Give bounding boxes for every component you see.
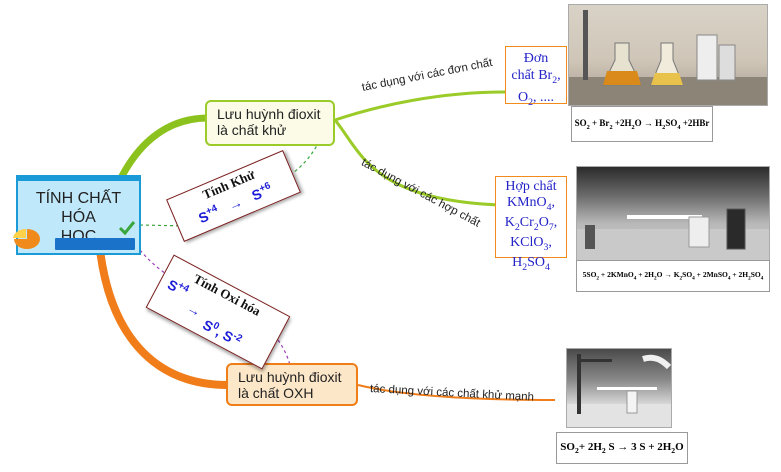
simple-line2-sub: 2 [552,74,558,86]
eq2-a: 5SO [582,270,597,280]
equation-3: SO2+ 2H2 S → 3 S + 2H2O [556,432,688,464]
eq3-a-sub: 2 [574,446,579,456]
eq1-f: +2HBr [680,117,710,128]
compound-line1: Hợp chất [505,179,557,194]
eq2-g: + 2H [730,270,749,280]
dash-tinh-khu-left [139,224,191,227]
photo-h2s-experiment [566,348,672,428]
eq2-c-sub: 2 [653,275,657,282]
eq2-d-sub: 2 [679,275,683,282]
h2so4-a: H [512,255,523,271]
node-oxidizer-line2: là chất OXH [238,385,314,401]
eq2-f-sub: 4 [727,275,731,282]
eq1-b-sub: 2 [609,123,613,131]
eq3-d: O [675,440,684,453]
eq2-c: + 2H [636,270,654,280]
eq1-d: O → H [634,117,663,128]
eq2-h-sub: 4 [760,275,764,282]
eq1-b: + Br [589,117,610,128]
eq3-c-sub: 2 [671,446,676,456]
branch-orange-strong [357,384,556,401]
eq2-e: SO [682,270,693,280]
simple-line3-sub: 2 [528,96,534,108]
k2cr2o7-a-sub: 2 [514,221,520,233]
eq3-b: + 2H [578,440,602,453]
equation-1: SO2 + Br2 +2H2O → H2SO4 +2HBr [571,106,713,142]
eq3-c: S → 3 S + 2H [605,440,672,453]
simple-substances-box[interactable]: Đơn chất Br2, O2, .... [505,46,567,108]
eq2-b: + 2KMnO [599,270,634,280]
k2cr2o7-a: K [504,214,515,230]
arrow: → [225,193,245,214]
kmno4-sub: 4 [546,201,552,213]
kclo3-end: , [548,235,552,251]
lab-illustration [577,208,769,261]
node-oxidizer-line1: Lưu huỳnh đioxit [238,369,342,385]
k2cr2o7-c-sub: 7 [548,221,554,233]
h2so4-b: SO [527,255,546,271]
eq1-e: SO [665,117,678,128]
node-reducer[interactable]: Lưu huỳnh đioxit là chất khử [205,100,335,146]
photo-bromine-experiment [568,4,768,106]
branch-green-main [116,114,212,184]
simple-line3: O [517,89,529,105]
eq2-e-sub: 4 [692,275,695,282]
eq2-g-sub: 2 [748,275,751,282]
kclo3-sub: 3 [543,241,549,253]
dash-oxi-right [277,339,291,366]
check-icon [118,221,136,236]
simple-line3-end: , .... [533,89,555,105]
eq1-e-sub: 4 [677,123,681,131]
root-ribbon [55,238,135,250]
eq2-a-sub: 2 [596,275,600,282]
branch-orange-main [96,246,232,389]
pie-chart-icon [13,228,40,249]
photo-permanganate-experiment [576,166,770,262]
flask-illustration [569,10,767,105]
compounds-box[interactable]: Hợp chất KMnO4, K2Cr2O7, KClO3, H2SO4 [495,176,567,273]
h2so4-a-sub: 2 [522,262,528,274]
eq1-c: +2H [612,117,632,128]
eq2-f: + 2MnSO [694,270,728,280]
eq3-a: SO [560,440,575,453]
simple-line1: Đơn [523,51,549,66]
root-title-line1: TÍNH CHẤT HÓA [35,189,122,226]
eq1-d-sub: 2 [662,123,666,131]
eq3-b-sub: 2 [601,446,606,456]
branch-green-simple [334,90,506,122]
eq1-c-sub: 2 [631,123,635,131]
eq1-a: SO [574,117,587,128]
eq2-b-sub: 4 [633,275,637,282]
h2so4-b-sub: 4 [545,262,550,274]
tinh-oxi-arrow: → [184,299,205,320]
s-to-ox: +6 [257,180,273,195]
kclo3: KClO [510,235,544,251]
kmno4-end: , [551,194,556,210]
stand-illustration [567,354,671,427]
node-oxidizer[interactable]: Lưu huỳnh đioxit là chất OXH [226,363,358,406]
eq1-a-sub: 2 [586,123,590,131]
simple-line2: chất Br [511,68,553,83]
eq2-h: SO [750,270,761,280]
k2cr2o7-c: O [538,214,549,230]
s-from-ox: +4 [204,202,220,218]
branch-green-compound [333,119,501,207]
equation-2: 5SO2 + 2KMnO4 + 2H2O → K2SO4 + 2MnSO4 + … [576,260,770,292]
k2cr2o7-end: , [553,214,558,230]
eq2-d: O → K [656,270,680,280]
k2cr2o7-b: Cr [519,214,534,230]
k2cr2o7-b-sub: 2 [533,221,539,233]
node-reducer-line2: là chất khử [217,122,287,138]
simple-line2-end: , [557,68,561,83]
kmno4: KMnO [506,194,547,210]
node-reducer-line1: Lưu huỳnh đioxit [217,106,321,122]
